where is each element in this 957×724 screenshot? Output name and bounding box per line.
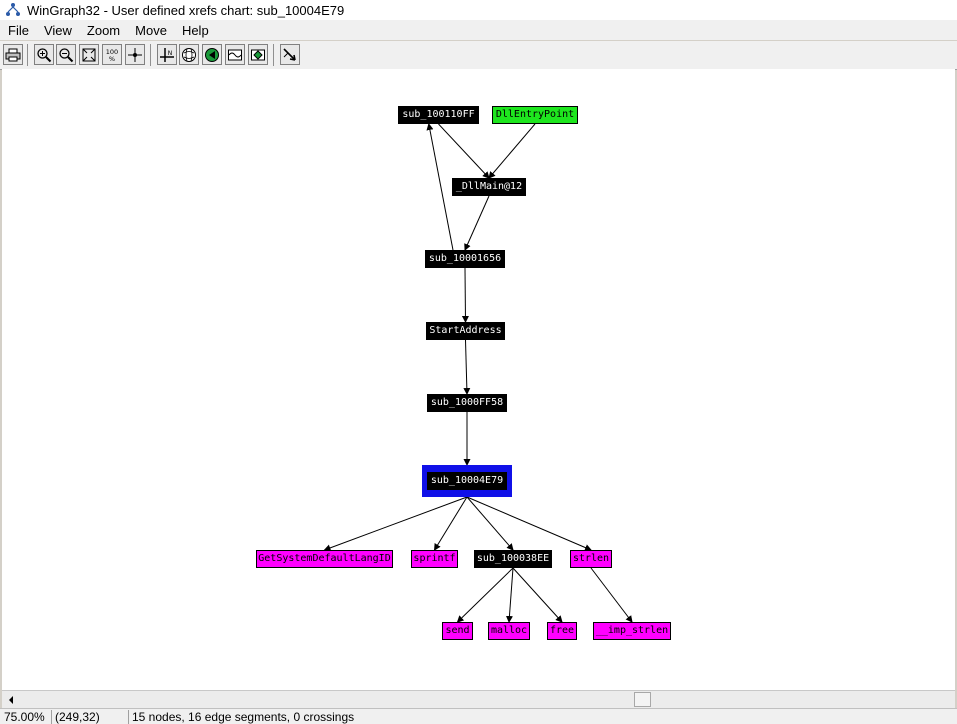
graph-edge: [464, 195, 490, 251]
fisheye-scale-button[interactable]: [248, 44, 268, 65]
graph-node[interactable]: strlen: [570, 550, 612, 568]
svg-text:%: %: [109, 55, 115, 63]
graph-edge: [461, 267, 469, 323]
title-bar: WinGraph32 - User defined xrefs chart: s…: [0, 0, 957, 21]
fisheye-fixed-icon: [205, 47, 219, 62]
graph-edge: [590, 567, 633, 623]
fit-window-icon: [82, 48, 96, 61]
scroll-left-button[interactable]: [2, 691, 19, 708]
orthogonal-layout-button[interactable]: N: [157, 44, 177, 65]
fisheye-circle-icon: [182, 47, 196, 62]
center-button[interactable]: [125, 44, 145, 65]
menu-bar: File View Zoom Move Help: [0, 20, 957, 40]
toolbar-separator: [150, 44, 151, 66]
toolbar-separator: [273, 44, 274, 66]
zoom-out-button[interactable]: [56, 44, 76, 65]
graph-statistics: 15 nodes, 16 edge segments, 0 crossings: [128, 710, 354, 724]
cursor-coordinates: (249,32): [51, 710, 100, 724]
graph-node[interactable]: malloc: [488, 622, 530, 640]
graph-edge: [438, 123, 490, 179]
wingraph-app-icon: [6, 3, 20, 16]
zoom-in-icon: [37, 47, 52, 62]
graph-edge: [323, 496, 468, 552]
graph-canvas[interactable]: sub_100110FF DllEntryPoint _DllMain@12 s…: [2, 69, 955, 690]
crosshair-icon: [128, 47, 142, 62]
graph-edge: [426, 123, 454, 251]
graph-node[interactable]: sub_100038EE: [474, 550, 552, 568]
zoom-out-icon: [59, 47, 74, 62]
fisheye-fixed-button[interactable]: [202, 44, 222, 65]
graph-node[interactable]: StartAddress: [426, 322, 505, 340]
status-bar: 75.00% (249,32) 15 nodes, 16 edge segmen…: [0, 708, 957, 724]
fisheye-scale-icon: [251, 49, 265, 60]
horizontal-scrollbar[interactable]: [2, 690, 955, 708]
orthogonal-icon: N: [160, 47, 174, 62]
graph-edge: [505, 567, 514, 623]
toolbar-separator: [27, 44, 28, 66]
scrollbar-thumb[interactable]: [634, 692, 651, 707]
toolbar: 100 % N: [0, 41, 957, 70]
graph-edge: [466, 496, 514, 551]
menu-move[interactable]: Move: [135, 22, 167, 38]
edge-layer: [323, 123, 633, 623]
menu-file[interactable]: File: [8, 22, 29, 38]
poly-fisheye-button[interactable]: [225, 44, 245, 65]
graph-node[interactable]: sub_10001656: [425, 250, 505, 268]
follow-edge-icon: [283, 47, 296, 61]
graph-node[interactable]: sprintf: [411, 550, 458, 568]
svg-text:N: N: [168, 50, 173, 57]
zoom-100-button[interactable]: 100 %: [102, 44, 122, 65]
follow-edge-button[interactable]: [280, 44, 300, 65]
zoom-100-icon: 100 %: [106, 48, 118, 63]
graph-edge: [433, 496, 468, 551]
fisheye-circle-button[interactable]: [179, 44, 199, 65]
graph-node[interactable]: sub_10004E79: [427, 472, 507, 490]
poly-fisheye-icon: [228, 49, 242, 60]
graph-edge: [463, 339, 471, 395]
svg-text:100: 100: [106, 48, 118, 56]
graph-edge: [466, 496, 592, 551]
graph-node[interactable]: __imp_strlen: [593, 622, 671, 640]
graph-node[interactable]: send: [442, 622, 473, 640]
graph-node[interactable]: free: [547, 622, 577, 640]
menu-zoom[interactable]: Zoom: [86, 22, 121, 38]
zoom-level: 75.00%: [4, 710, 45, 724]
printer-icon: [5, 48, 21, 61]
graph-edge: [512, 567, 563, 623]
graph-node[interactable]: sub_100110FF: [398, 106, 479, 124]
graph-node[interactable]: _DllMain@12: [452, 178, 526, 196]
graph-edge: [488, 123, 536, 179]
window-title: WinGraph32 - User defined xrefs chart: s…: [27, 2, 345, 18]
fit-window-button[interactable]: [79, 44, 99, 65]
arrow-left-icon: [8, 695, 13, 704]
graph-edge: [456, 567, 514, 623]
menu-view[interactable]: View: [43, 22, 72, 38]
menu-help[interactable]: Help: [181, 22, 209, 38]
graph-node[interactable]: sub_1000FF58: [427, 394, 507, 412]
graph-node[interactable]: DllEntryPoint: [492, 106, 578, 124]
zoom-in-button[interactable]: [34, 44, 54, 65]
graph-node[interactable]: GetSystemDefaultLangID: [256, 550, 393, 568]
print-button[interactable]: [3, 44, 23, 65]
